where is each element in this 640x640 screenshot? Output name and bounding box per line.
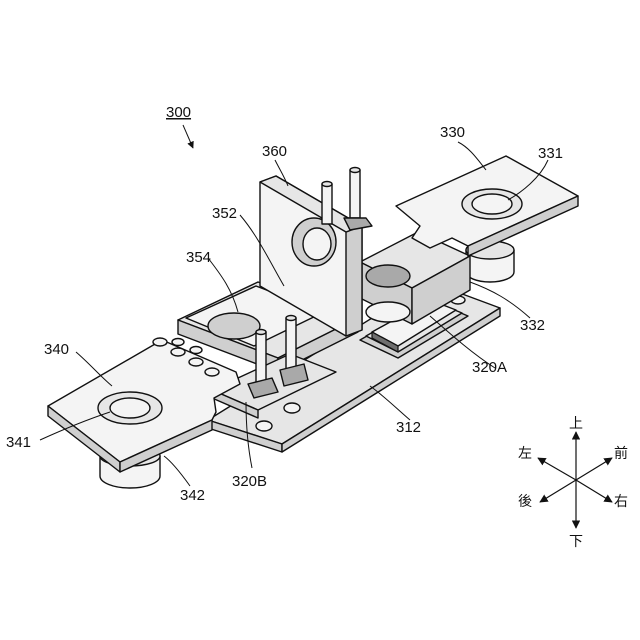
label-331: 331 — [538, 145, 563, 162]
pin-tip — [350, 168, 360, 173]
pin-tip — [286, 316, 296, 321]
label-320A: 320A — [472, 359, 507, 376]
compass-right-label: 右 — [614, 494, 628, 510]
terminal-331-hole — [472, 194, 512, 214]
pin-tip — [322, 182, 332, 187]
terminal-340 — [48, 338, 240, 472]
hole — [171, 348, 185, 356]
label-300: 300 — [166, 104, 191, 121]
pin — [322, 184, 332, 224]
label-360: 360 — [262, 143, 287, 160]
plate-360-edge — [346, 226, 362, 336]
label-332: 332 — [520, 317, 545, 334]
leader-330 — [458, 142, 486, 170]
pad — [256, 421, 272, 431]
arrow-right — [576, 480, 612, 502]
arrow-left — [538, 458, 576, 480]
hole — [205, 368, 219, 376]
pin-tip — [256, 330, 266, 335]
compass-up-label: 上 — [569, 416, 583, 432]
hole — [153, 338, 167, 346]
label-341: 341 — [6, 434, 31, 451]
label-354: 354 — [186, 249, 211, 266]
plate-354-pad — [208, 313, 260, 339]
arrow-front — [576, 458, 612, 480]
terminal-330 — [396, 156, 578, 256]
label-312: 312 — [396, 419, 421, 436]
hole — [172, 339, 184, 346]
plate-360-hole-inner — [303, 228, 331, 260]
direction-compass: 上 下 左 前 後 右 — [518, 416, 628, 550]
pin — [286, 318, 296, 374]
leader-300 — [183, 125, 193, 148]
hole — [189, 358, 203, 366]
label-320B: 320B — [232, 473, 267, 490]
hole — [190, 347, 202, 354]
label-330: 330 — [440, 124, 465, 141]
pad — [284, 403, 300, 413]
compass-down-label: 下 — [569, 534, 583, 550]
label-340: 340 — [44, 341, 69, 358]
label-342: 342 — [180, 487, 205, 504]
terminal-341-hole — [110, 398, 150, 418]
arrow-back — [540, 480, 576, 502]
stack-boss — [366, 265, 410, 287]
pin — [350, 170, 360, 218]
label-352: 352 — [212, 205, 237, 222]
leader-312 — [370, 386, 410, 420]
stack-ring — [366, 302, 410, 322]
leader-342 — [164, 456, 190, 486]
compass-front-label: 前 — [614, 445, 628, 462]
pins-upper — [322, 168, 372, 231]
compass-left-label: 左 — [518, 446, 532, 462]
compass-back-label: 後 — [518, 494, 532, 510]
